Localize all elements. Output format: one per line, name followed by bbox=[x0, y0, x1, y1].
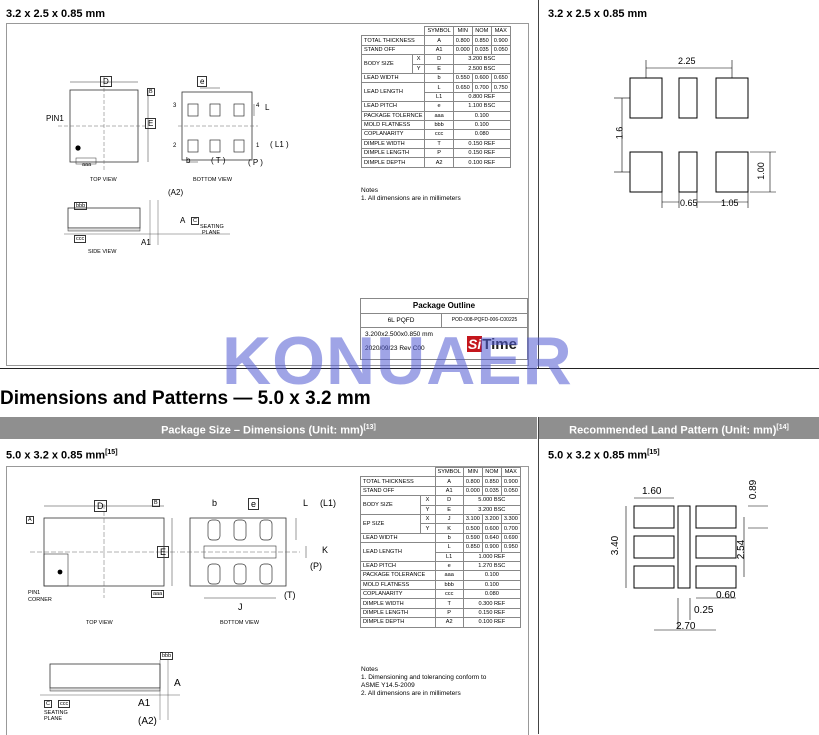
bottom-corner-label: CORNER bbox=[28, 597, 52, 603]
bottom-dim-L: L bbox=[303, 498, 309, 508]
section-title: Dimensions and Patterns — 5.0 x 3.2 mm bbox=[0, 388, 371, 409]
bottom-ref-C: C bbox=[44, 700, 52, 708]
bottom-ccc-label: ccc bbox=[58, 700, 71, 708]
bottom-dim-P: (P) bbox=[310, 561, 322, 571]
top-divider bbox=[538, 0, 539, 368]
pin-num-2: 2 bbox=[173, 143, 177, 149]
top-dim-A1: A1 bbox=[141, 238, 151, 247]
bottom-top-view-label: TOP VIEW bbox=[86, 620, 113, 626]
top-dim-D: D bbox=[100, 76, 112, 87]
top-ref-C: C bbox=[191, 217, 199, 225]
top-dim-e: e bbox=[197, 76, 208, 87]
land-dim-1.05: 1.05 bbox=[721, 198, 739, 208]
top-land-pattern bbox=[614, 60, 776, 208]
top-right-title: 3.2 x 2.5 x 0.85 mm bbox=[548, 8, 648, 20]
bottom-dim-L1: (L1) bbox=[320, 498, 337, 508]
bottom-dim-e: e bbox=[248, 498, 260, 510]
bottom-aaa-label: aaa bbox=[151, 590, 165, 598]
bottom-view-label: BOTTOM VIEW bbox=[193, 177, 233, 183]
land2-dim-3.40: 3.40 bbox=[610, 535, 622, 556]
section-rule bbox=[0, 368, 819, 369]
bbb-label: bbb bbox=[74, 202, 88, 210]
bottom-dim-K: K bbox=[322, 545, 329, 555]
top-package-drawing bbox=[58, 76, 258, 245]
side-view-label: SIDE VIEW bbox=[88, 249, 117, 255]
land2-dim-2.54: 2.54 bbox=[736, 539, 748, 560]
top-dim-E: E bbox=[145, 118, 157, 129]
top-dim-L1: ( L1 ) bbox=[270, 140, 289, 149]
bottom-land-pattern bbox=[625, 497, 768, 631]
bottom-drawing-frame bbox=[6, 466, 529, 735]
land-dim-0.65: 0.65 bbox=[680, 198, 698, 208]
top-dim-A2: (A2) bbox=[168, 188, 184, 197]
top-dim-A: A bbox=[180, 216, 186, 225]
aaa-label: aaa bbox=[82, 162, 92, 168]
bottom-divider bbox=[538, 417, 539, 734]
top-dim-b: b bbox=[186, 156, 191, 165]
bottom-pin1-label: PIN1 bbox=[28, 590, 41, 596]
bottom-bbb-label: bbb bbox=[160, 652, 174, 660]
pin-num-4: 4 bbox=[256, 103, 260, 109]
ccc-label: ccc bbox=[74, 235, 87, 243]
pin1-label: PIN1 bbox=[46, 114, 64, 123]
bottom-left-title: 5.0 x 3.2 x 0.85 mm[15] bbox=[6, 449, 118, 462]
top-dim-L: L bbox=[265, 103, 270, 112]
bottom-plane-label: PLANE bbox=[44, 716, 63, 722]
top-ref-B: B bbox=[147, 88, 155, 96]
land-dim-2.25: 2.25 bbox=[678, 56, 696, 66]
top-left-title: 3.2 x 2.5 x 0.85 mm bbox=[6, 8, 106, 20]
top-notes: Notes 1. All dimensions are in millimete… bbox=[361, 187, 461, 202]
seating-label: SEATING bbox=[200, 224, 224, 230]
bottom-right-title: 5.0 x 3.2 x 0.85 mm[15] bbox=[548, 449, 660, 462]
package-outline-box: Package Outline 6L PQFD POD-008-PQFD-006… bbox=[360, 298, 528, 360]
bottom-dim-A: A bbox=[174, 678, 181, 689]
band-land-pattern: Recommended Land Pattern (Unit: mm)[14] bbox=[539, 417, 819, 439]
bottom-dim-A1: A1 bbox=[138, 698, 151, 709]
pin-num-3: 3 bbox=[173, 103, 177, 109]
bottom-bottom-view-label: BOTTOM VIEW bbox=[220, 620, 260, 626]
watermark: KONUAER bbox=[222, 323, 573, 399]
bottom-dim-T: (T) bbox=[284, 590, 296, 600]
land2-dim-1.60: 1.60 bbox=[642, 486, 662, 497]
bottom-notes: Notes 1. Dimensioning and tolerancing co… bbox=[361, 666, 487, 697]
plane-label: PLANE bbox=[202, 230, 221, 236]
land-dim-1.6: 1.6 bbox=[614, 126, 625, 140]
bottom-dim-E: E bbox=[157, 546, 170, 558]
bottom-ref-A: A bbox=[26, 516, 34, 524]
bottom-dim-J: J bbox=[238, 602, 243, 612]
bottom-dim-b: b bbox=[212, 498, 218, 508]
top-view-label: TOP VIEW bbox=[90, 177, 117, 183]
land2-dim-2.70: 2.70 bbox=[676, 621, 696, 632]
top-drawing-frame bbox=[6, 23, 529, 366]
bottom-package-drawing bbox=[30, 504, 307, 720]
band-package-size: Package Size – Dimensions (Unit: mm)[13] bbox=[0, 417, 537, 439]
land2-dim-0.25: 0.25 bbox=[694, 605, 714, 616]
land-dim-1.00: 1.00 bbox=[755, 162, 766, 180]
land2-dim-0.60: 0.60 bbox=[716, 590, 736, 601]
pin-num-1: 1 bbox=[256, 143, 260, 149]
bottom-dim-D: D bbox=[94, 500, 107, 512]
bottom-seating-label: SEATING bbox=[44, 710, 68, 716]
land2-dim-0.89: 0.89 bbox=[748, 479, 760, 500]
top-dim-T: ( T ) bbox=[211, 156, 226, 165]
top-dim-P: ( P ) bbox=[248, 158, 263, 167]
bottom-ref-B: B bbox=[152, 499, 160, 507]
bottom-dim-A2: (A2) bbox=[138, 716, 157, 727]
